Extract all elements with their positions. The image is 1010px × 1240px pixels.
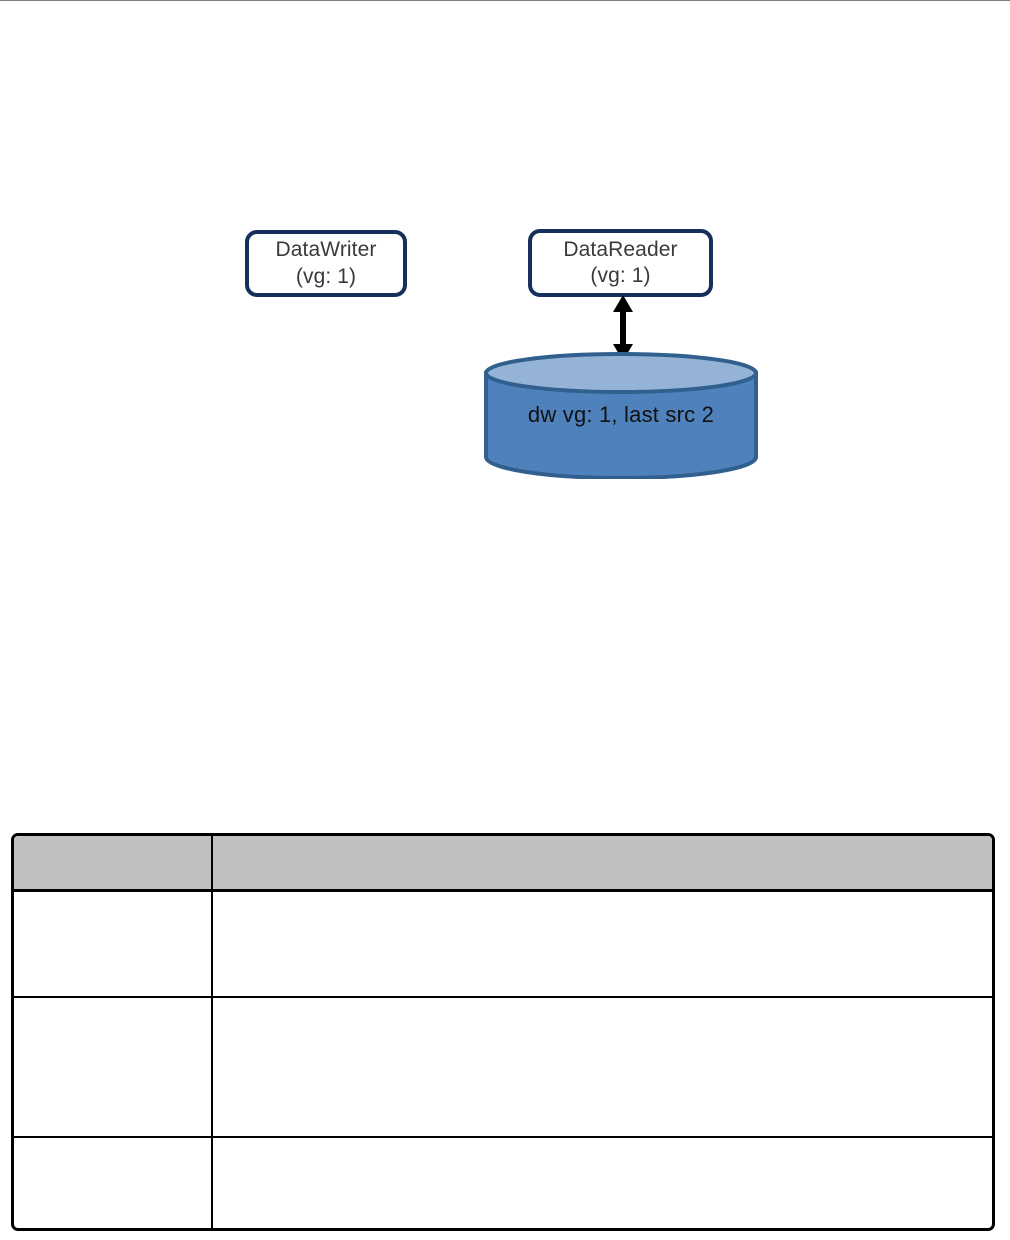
datareader-subtitle: (vg: 1) <box>590 264 651 287</box>
table-header-row <box>14 836 992 892</box>
table-row <box>14 1137 992 1228</box>
table-cell-label <box>14 890 213 998</box>
spec-table <box>11 833 995 1231</box>
table-row <box>14 890 992 998</box>
table-cell-value <box>212 890 992 998</box>
table-header-cell-1 <box>14 836 213 892</box>
datastore-cylinder[interactable] <box>483 351 759 479</box>
datawriter-subtitle: (vg: 1) <box>295 264 357 288</box>
diagram-canvas: DataWriter (vg: 1) DataReader (vg: 1) dw… <box>0 1 1010 821</box>
table-row <box>14 997 992 1138</box>
datawriter-node[interactable]: DataWriter (vg: 1) <box>245 230 407 297</box>
datawriter-title: DataWriter <box>275 238 377 262</box>
table-cell-value <box>212 1137 992 1228</box>
table-cell-label <box>14 997 213 1138</box>
datareader-title: DataReader <box>563 237 678 261</box>
table-header-cell-2 <box>212 836 992 892</box>
table-cell-value <box>212 997 992 1138</box>
datareader-node[interactable]: DataReader (vg: 1) <box>528 229 713 297</box>
table-cell-label <box>14 1137 213 1228</box>
